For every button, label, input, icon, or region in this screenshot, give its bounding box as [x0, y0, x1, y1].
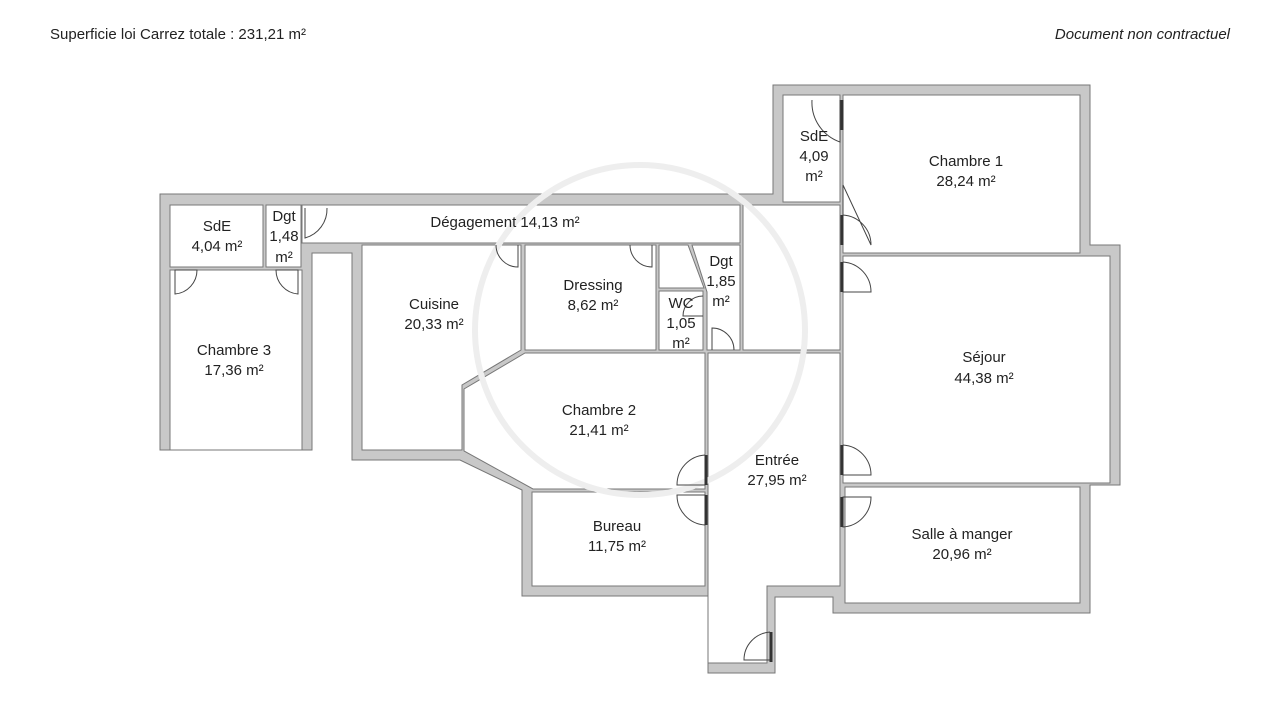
room-entree — [707, 352, 841, 664]
doors — [174, 99, 872, 662]
door-icon — [842, 444, 872, 476]
door-icon — [842, 261, 872, 293]
door-icon — [842, 184, 872, 246]
watermark-logo — [472, 162, 808, 498]
total-area-label: Superficie loi Carrez totale : 231,21 m² — [50, 26, 306, 43]
door-icon — [174, 269, 198, 295]
room-unlabeled — [742, 204, 841, 351]
room-chambre-3 — [169, 269, 303, 451]
room-sejour — [842, 255, 1111, 484]
door-icon — [275, 269, 299, 295]
door-icon — [676, 454, 706, 486]
room-chambre-2 — [463, 352, 706, 490]
room-dressing — [524, 244, 657, 351]
room-closet — [658, 244, 705, 289]
door-icon — [304, 207, 328, 239]
room-bureau — [531, 491, 706, 587]
door-icon — [682, 295, 704, 317]
door-icon — [495, 244, 519, 268]
room-dgt-small — [265, 204, 302, 268]
door-icon — [811, 99, 841, 143]
door-icon — [629, 244, 653, 268]
door-icon — [711, 327, 735, 351]
room-sde-right — [782, 94, 841, 203]
room-degagement — [301, 204, 741, 244]
door-icon — [743, 631, 771, 661]
room-wc — [658, 290, 704, 351]
room-sde-left — [169, 204, 264, 268]
door-icon — [676, 494, 706, 526]
disclaimer-label: Document non contractuel — [1054, 26, 1230, 43]
room-salle-a-manger — [844, 486, 1081, 604]
label-degagement: Dégagement 14,13 m² — [430, 214, 579, 231]
door-icon — [842, 496, 872, 528]
room-chambre-1 — [842, 94, 1081, 254]
room-dgt-mid — [691, 244, 741, 351]
